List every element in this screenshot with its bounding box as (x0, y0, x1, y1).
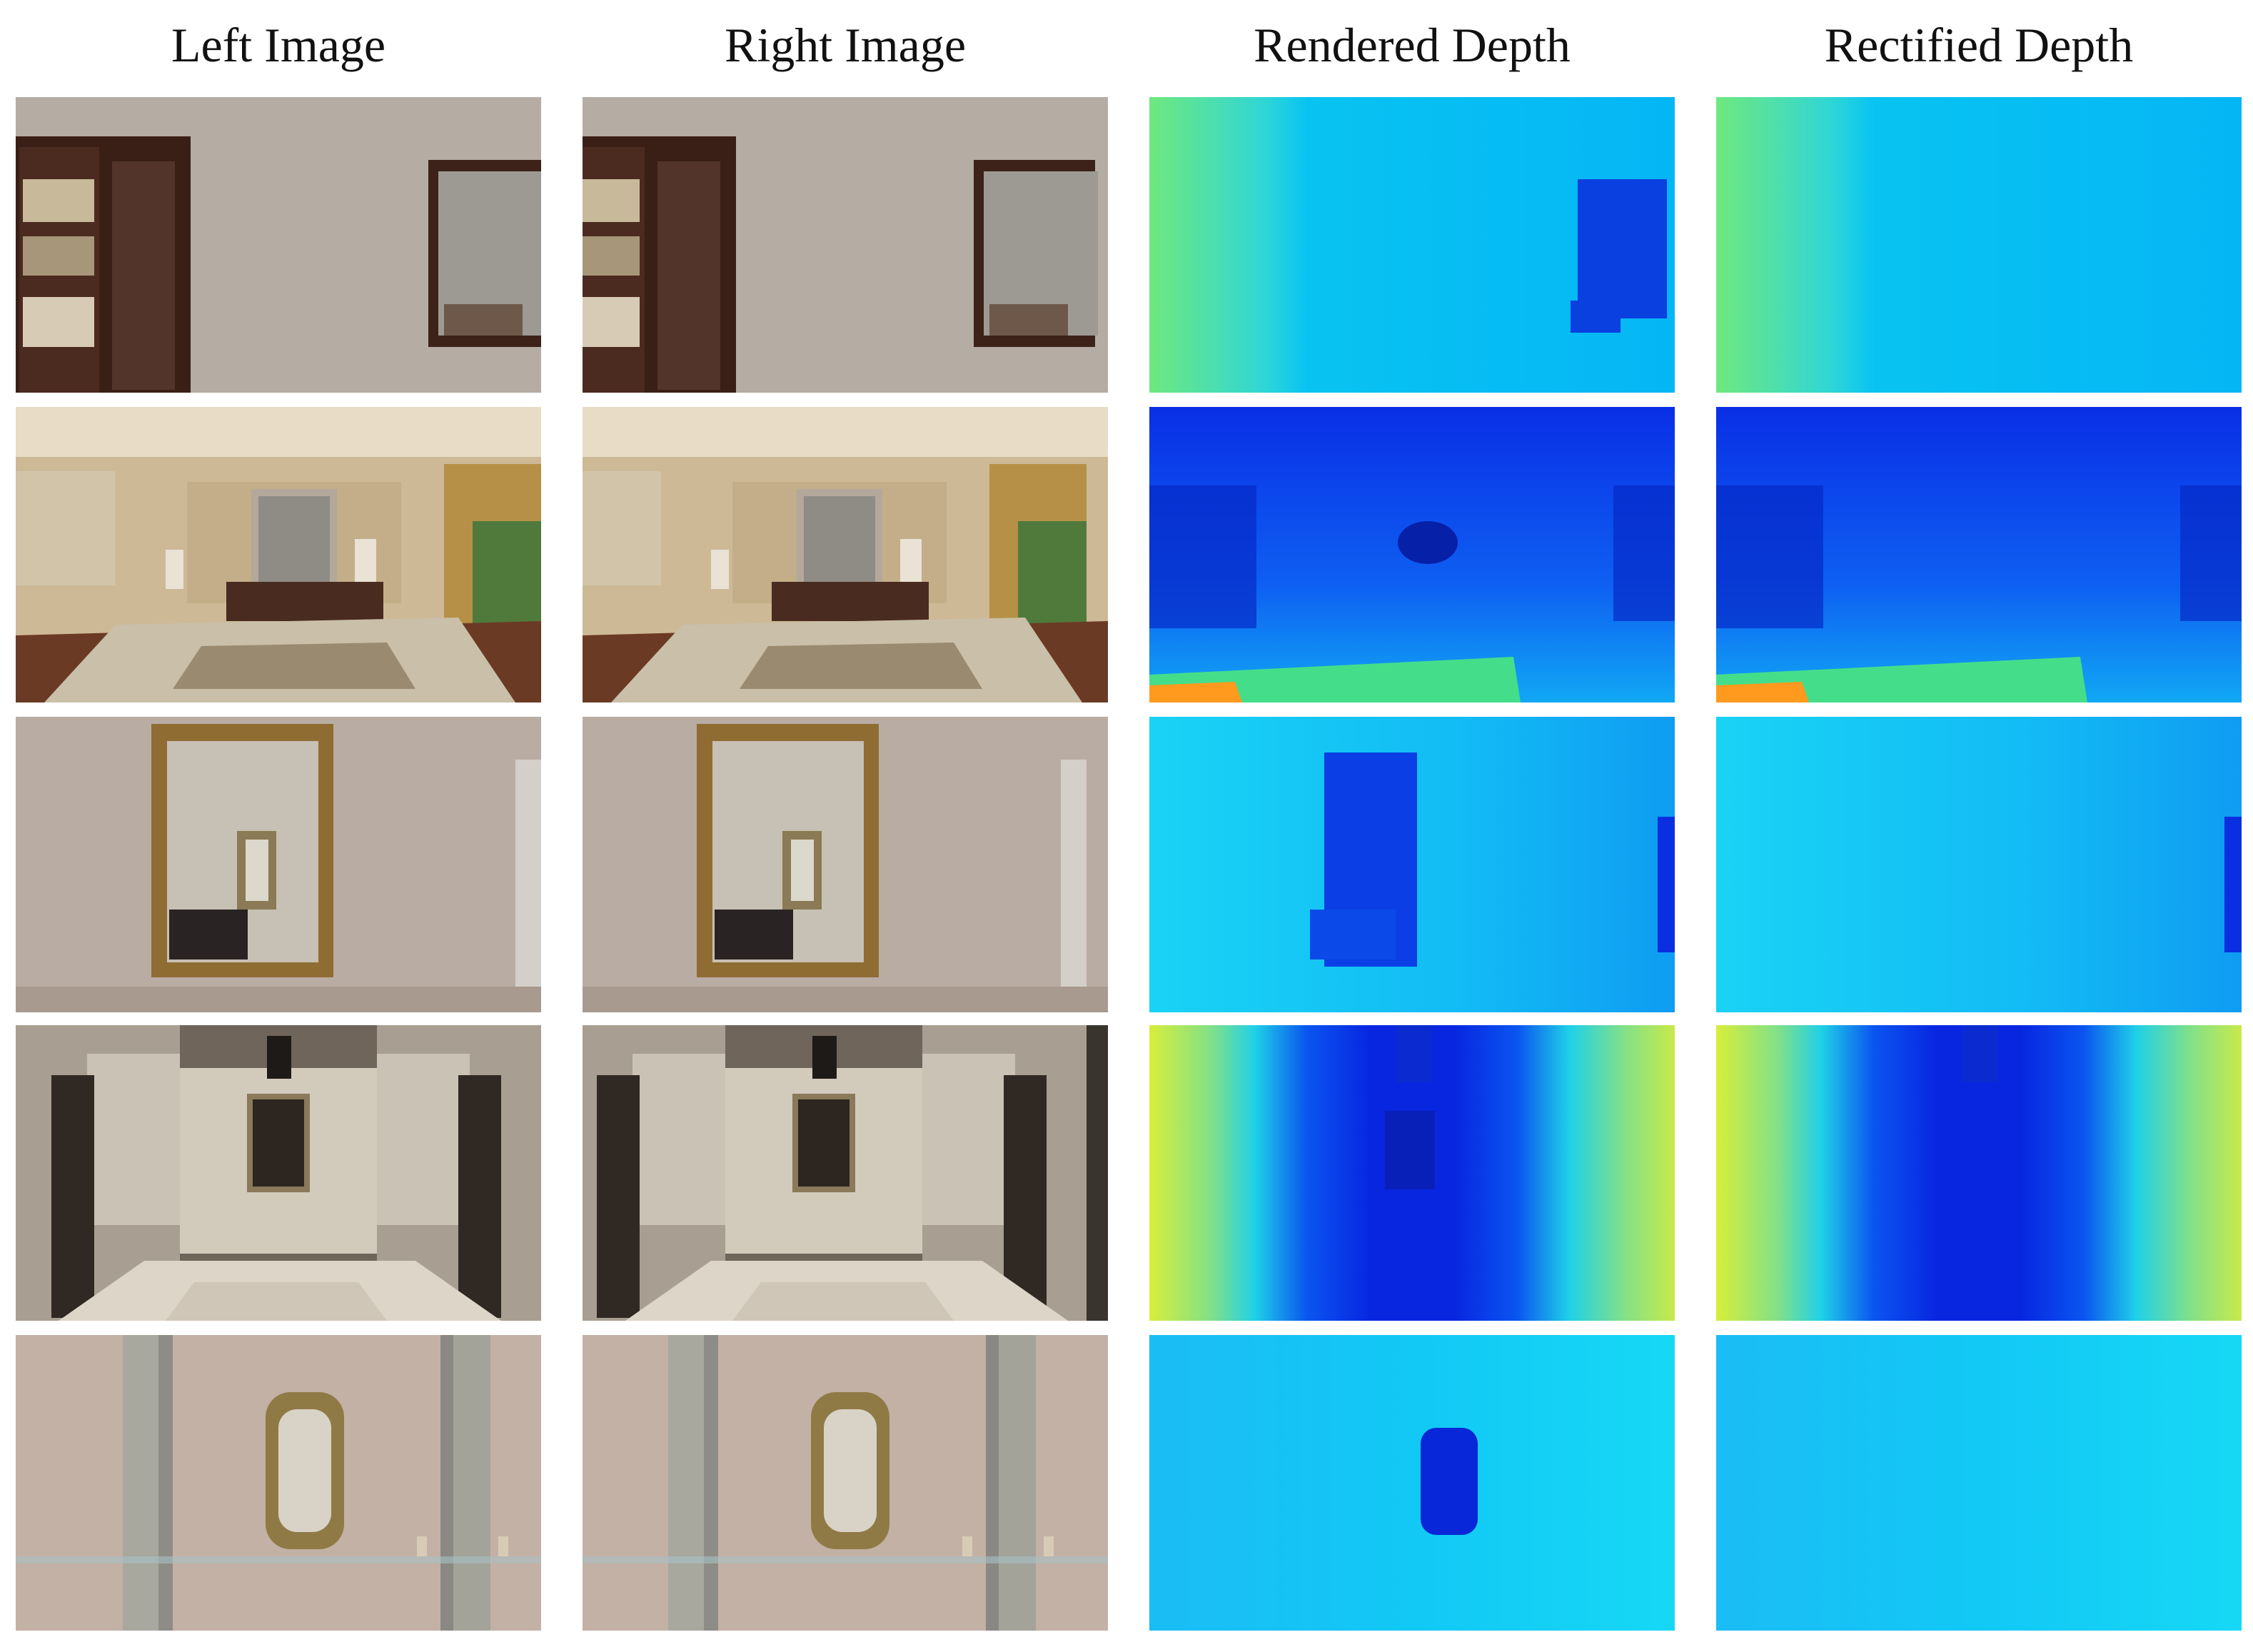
row-2-right-image (583, 407, 1108, 702)
row-4-rectified-depth (1716, 1025, 2242, 1321)
rendered-depth-graphic (1149, 1335, 1675, 1631)
left-image-graphic (16, 1025, 541, 1321)
right-image-graphic (583, 717, 1108, 1012)
row-4-left-image (16, 1025, 541, 1321)
rectified-depth-graphic (1716, 407, 2242, 702)
row-2-left-image (16, 407, 541, 702)
column-header-rectified-depth: Rectified Depth (1824, 18, 2134, 72)
rendered-depth-graphic (1149, 97, 1675, 393)
row-3-right-image (583, 717, 1108, 1012)
rendered-depth-graphic (1149, 717, 1675, 1012)
row-2-rendered-depth (1149, 407, 1675, 702)
right-image-graphic (583, 1335, 1108, 1631)
left-image-graphic (16, 717, 541, 1012)
rectified-depth-graphic (1716, 717, 2242, 1012)
row-1-right-image (583, 97, 1108, 393)
rectified-depth-graphic (1716, 1025, 2242, 1321)
column-header-right: Right Image (724, 18, 967, 72)
row-3-left-image (16, 717, 541, 1012)
right-image-graphic (583, 1025, 1108, 1321)
row-5-rendered-depth (1149, 1335, 1675, 1631)
row-5-rectified-depth (1716, 1335, 2242, 1631)
right-image-graphic (583, 407, 1108, 702)
left-image-graphic (16, 407, 541, 702)
row-1-left-image (16, 97, 541, 393)
row-3-rendered-depth (1149, 717, 1675, 1012)
rectified-depth-graphic (1716, 97, 2242, 393)
column-header-rendered-depth: Rendered Depth (1254, 18, 1571, 72)
right-image-graphic (583, 97, 1108, 393)
row-1-rectified-depth (1716, 97, 2242, 393)
row-4-rendered-depth (1149, 1025, 1675, 1321)
column-header-left: Left Image (171, 18, 386, 72)
row-5-left-image (16, 1335, 541, 1631)
row-4-right-image (583, 1025, 1108, 1321)
row-5-right-image (583, 1335, 1108, 1631)
row-1-rendered-depth (1149, 97, 1675, 393)
rendered-depth-graphic (1149, 407, 1675, 702)
rendered-depth-graphic (1149, 1025, 1675, 1321)
row-3-rectified-depth (1716, 717, 2242, 1012)
rectified-depth-graphic (1716, 1335, 2242, 1631)
left-image-graphic (16, 1335, 541, 1631)
row-2-rectified-depth (1716, 407, 2242, 702)
left-image-graphic (16, 97, 541, 393)
